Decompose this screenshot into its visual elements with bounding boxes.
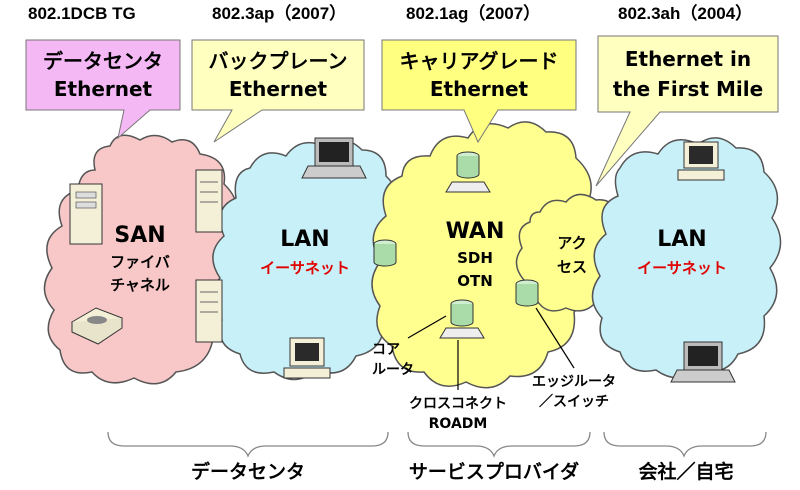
callout-backplane-line2: Ethernet: [229, 77, 328, 101]
edge-router-line1: エッジルータ: [532, 374, 616, 390]
callout-datacenter-bubble: [25, 39, 181, 140]
standard-label-carrier: 802.1ag（2007）: [406, 3, 540, 23]
callout-efm-line1: Ethernet in: [625, 47, 751, 71]
brace-provider: [407, 431, 591, 458]
standard-label-efm: 802.3ah（2004）: [618, 3, 752, 23]
callout-efm-bubble: [595, 35, 779, 187]
printer-icon: [70, 307, 124, 345]
lan-home-subtitle: イーサネット: [637, 259, 727, 277]
pointer-edge-router: [535, 307, 575, 369]
lan-home-title: LAN: [657, 227, 706, 252]
lan-datacenter-title: LAN: [280, 227, 329, 252]
section-provider: サービスプロバイダ: [409, 460, 579, 483]
standard-label-backplane: 802.3ap（2007）: [212, 3, 346, 23]
wan-line1: SDH: [457, 249, 493, 267]
core-router-line2: ルータ: [372, 362, 414, 378]
callout-datacenter-line1: データセンタ: [43, 49, 163, 73]
desktop-computer-icon-home: [677, 141, 725, 181]
callout-datacenter-line2: Ethernet: [54, 77, 153, 101]
storage-tower-icon: [69, 183, 103, 245]
san-line1: ファイバ: [110, 253, 170, 271]
laptop-icon-home: [670, 341, 736, 383]
desktop-computer-icon: [283, 337, 331, 379]
wan-title: WAN: [446, 219, 505, 244]
san-line2: チャネル: [110, 276, 170, 294]
callout-carrier-line2: Ethernet: [430, 77, 529, 101]
access-line1: アク: [557, 234, 586, 252]
disk-cylinder-icon: [373, 239, 397, 267]
callout-carrier-bubble: [381, 39, 577, 144]
san-title: SAN: [114, 223, 165, 248]
access-line2: セス: [557, 258, 587, 276]
callout-carrier-line1: キャリアグレード: [400, 49, 559, 73]
section-datacenter: データセンタ: [191, 460, 305, 483]
lan-datacenter-subtitle: イーサネット: [260, 259, 350, 277]
crossconnect-line2: ROADM: [429, 416, 488, 432]
lan-cloud-home: [591, 137, 782, 379]
server-icon-lower: [195, 279, 223, 343]
callout-backplane-bubble: [191, 39, 365, 143]
laptop-icon: [301, 137, 367, 179]
edge-router-line2: ／スイッチ: [539, 394, 609, 410]
server-icon: [195, 169, 223, 233]
brace-home: [603, 431, 767, 458]
section-home: 会社／自宅: [638, 460, 733, 483]
callout-backplane-line1: バックプレーン: [209, 49, 348, 73]
callout-efm-line2: the First Mile: [613, 77, 763, 101]
pointer-core-router: [407, 315, 447, 339]
router-icon-top: [445, 151, 491, 193]
brace-datacenter: [107, 431, 389, 458]
core-router-icon: [439, 299, 485, 339]
standard-label-dcb: 802.1DCB TG: [28, 4, 136, 23]
crossconnect-line1: クロスコネクト: [409, 396, 507, 412]
core-router-line1: コア: [372, 342, 400, 358]
edge-router-icon: [515, 279, 539, 307]
wan-line2: OTN: [457, 272, 493, 290]
